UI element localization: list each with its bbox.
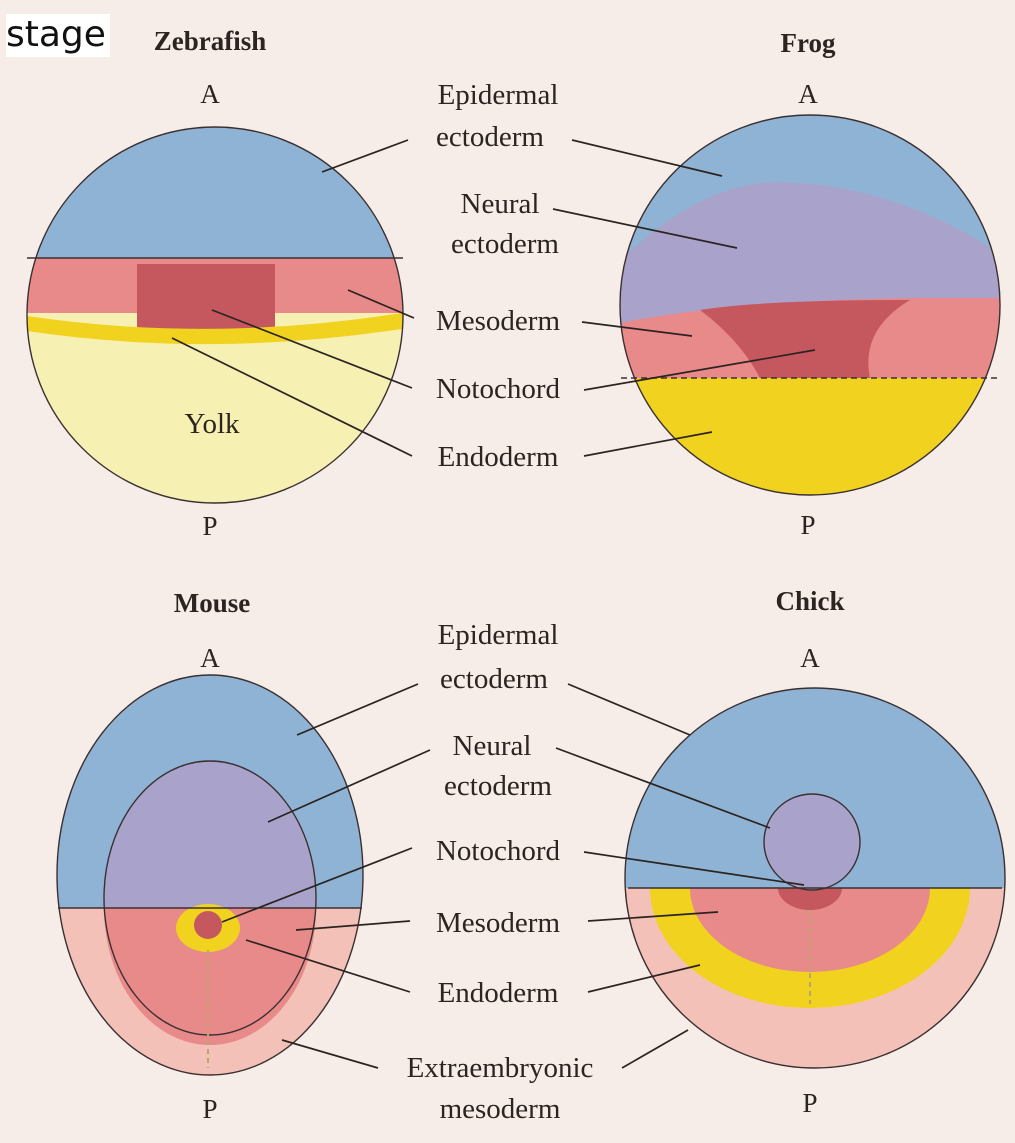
top-neural-label-line2: ectoderm xyxy=(451,228,559,260)
top-endoderm-label: Endoderm xyxy=(438,441,559,473)
mouse-title: Mouse xyxy=(174,588,251,618)
bottom-epidermal-label-line1: Epidermal xyxy=(438,619,559,651)
frog-posterior-label: P xyxy=(800,510,815,540)
top-epidermal-label-line1: Epidermal xyxy=(438,79,559,111)
zebrafish-anterior-label: A xyxy=(200,79,220,109)
top-mesoderm-label: Mesoderm xyxy=(436,305,560,337)
zebrafish-title: Zebrafish xyxy=(154,26,267,56)
mouse-anterior-label: A xyxy=(200,643,220,673)
chick-anterior-label: A xyxy=(800,643,820,673)
mouse-notochord xyxy=(194,911,222,939)
frog-title: Frog xyxy=(781,28,836,58)
top-epidermal-label-line2: ectoderm xyxy=(436,121,544,153)
zebrafish-yolk-label: Yolk xyxy=(184,408,240,440)
top-notochord-label: Notochord xyxy=(436,373,561,405)
top-neural-label-line1: Neural xyxy=(461,188,540,220)
chick-posterior-label: P xyxy=(802,1088,817,1118)
bottom-notochord-label: Notochord xyxy=(436,835,561,867)
frog-anterior-label: A xyxy=(798,79,818,109)
slide-stage-text: stage xyxy=(6,14,110,57)
zebrafish-posterior-label: P xyxy=(202,511,217,541)
bottom-neural-label-line2: ectoderm xyxy=(444,770,552,802)
zebrafish-notochord-region xyxy=(137,264,275,330)
bottom-endoderm-label: Endoderm xyxy=(438,977,559,1009)
bottom-extraembryonic-label-line2: mesoderm xyxy=(440,1093,561,1125)
bottom-epidermal-label-line2: ectoderm xyxy=(440,663,548,695)
mouse-posterior-label: P xyxy=(202,1094,217,1124)
bottom-extraembryonic-label-line1: Extraembryonic xyxy=(407,1052,594,1084)
chick-title: Chick xyxy=(775,586,844,616)
bottom-mesoderm-label: Mesoderm xyxy=(436,907,560,939)
bottom-neural-label-line1: Neural xyxy=(453,730,532,762)
